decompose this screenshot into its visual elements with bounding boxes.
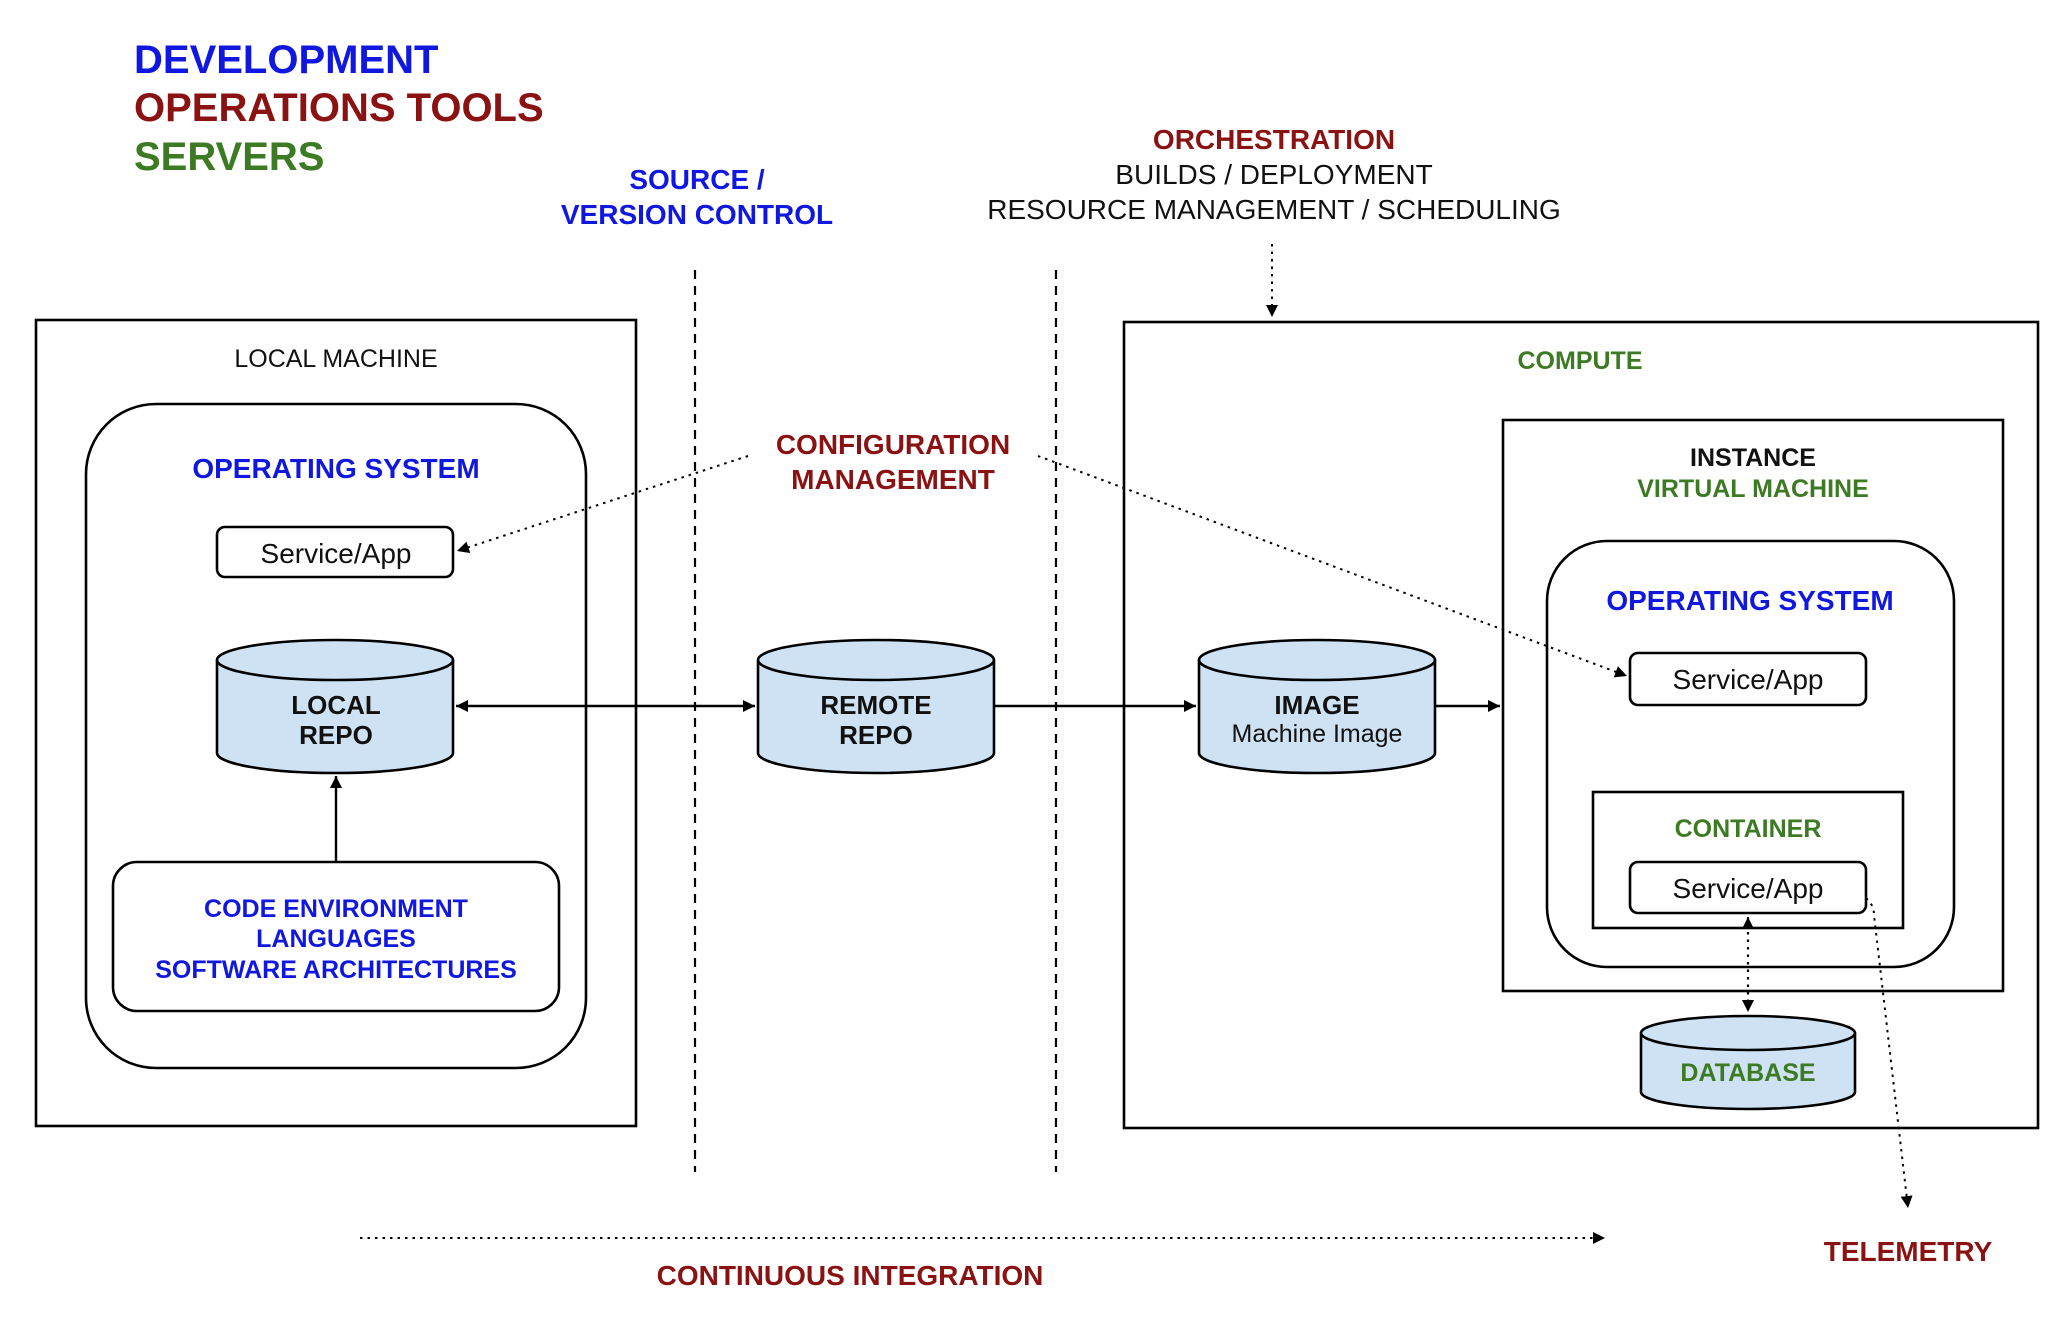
- virtual-machine-title: VIRTUAL MACHINE: [1637, 475, 1869, 503]
- dotted-config-to-local-app: [456, 455, 749, 553]
- legend-servers: SERVERS: [134, 135, 325, 179]
- local-os-title: OPERATING SYSTEM: [192, 453, 480, 484]
- compute-box: [1122, 320, 2040, 1130]
- software-architectures-label: SOFTWARE ARCHITECTURES: [155, 956, 517, 984]
- image-label: IMAGE: [1274, 690, 1360, 720]
- languages-label: LANGUAGES: [256, 925, 416, 953]
- legend-development: DEVELOPMENT: [134, 38, 439, 82]
- container-title: CONTAINER: [1674, 815, 1822, 843]
- remote-repo-label-2: REPO: [839, 720, 913, 750]
- continuous-integration-label: CONTINUOUS INTEGRATION: [656, 1260, 1044, 1291]
- local-os-box: [84, 402, 588, 1070]
- source-control-label-2: VERSION CONTROL: [560, 199, 834, 230]
- local-service-app-label: Service/App: [260, 538, 412, 569]
- source-control-label-1: SOURCE /: [629, 164, 765, 195]
- image-cylinder: [1197, 638, 1437, 775]
- instance-title: INSTANCE: [1690, 444, 1816, 472]
- telemetry-label: TELEMETRY: [1823, 1236, 1993, 1267]
- local-machine-box: [34, 318, 638, 1128]
- code-environment-label: CODE ENVIRONMENT: [204, 895, 468, 923]
- config-management-label-2: MANAGEMENT: [791, 464, 995, 495]
- database-label: DATABASE: [1680, 1059, 1816, 1087]
- legend-operations-tools: OPERATIONS TOOLS: [134, 86, 544, 130]
- machine-image-label: Machine Image: [1231, 720, 1403, 748]
- compute-service-app-box: [1628, 651, 1868, 707]
- compute-title: COMPUTE: [1517, 347, 1643, 375]
- local-repo-label-1: LOCAL: [291, 690, 381, 720]
- local-service-app-box: [215, 525, 455, 579]
- container-service-app-box: [1628, 860, 1868, 915]
- compute-service-app-label: Service/App: [1672, 664, 1824, 695]
- local-repo-label-2: REPO: [299, 720, 373, 750]
- resource-management-label: RESOURCE MANAGEMENT / SCHEDULING: [987, 194, 1561, 225]
- compute-os-title: OPERATING SYSTEM: [1606, 585, 1894, 616]
- config-management-label-1: CONFIGURATION: [775, 429, 1011, 460]
- remote-repo-label-1: REMOTE: [820, 690, 932, 720]
- container-service-app-label: Service/App: [1672, 873, 1824, 904]
- builds-deployment-label: BUILDS / DEPLOYMENT: [1115, 159, 1433, 190]
- local-machine-title: LOCAL MACHINE: [234, 345, 438, 373]
- orchestration-label: ORCHESTRATION: [1152, 124, 1396, 155]
- remote-repo-cylinder: [756, 638, 996, 775]
- dotted-container-to-telemetry: [1865, 897, 1913, 1209]
- database-cylinder: [1639, 1014, 1857, 1111]
- local-repo-cylinder: [215, 638, 455, 775]
